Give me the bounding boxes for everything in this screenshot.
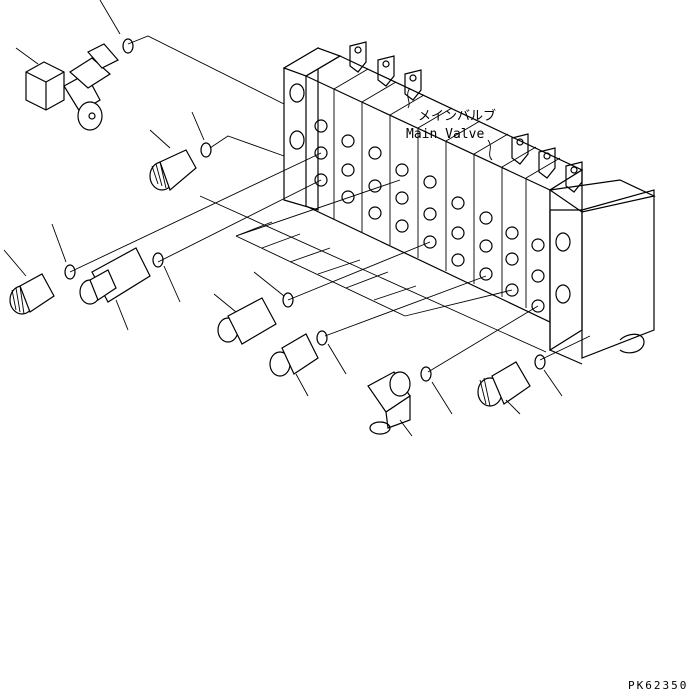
figure-code: PK62350 xyxy=(628,679,688,692)
fitting-c xyxy=(3,223,76,315)
fitting-f xyxy=(477,354,563,415)
fitting-b xyxy=(149,111,212,192)
elbow-fitting xyxy=(367,366,453,437)
main-valve-label-en: Main Valve xyxy=(406,127,484,142)
fitting-d xyxy=(213,271,294,345)
main-valve-body xyxy=(282,46,656,365)
pressure-switch-fitting xyxy=(15,0,134,131)
fitting-e xyxy=(269,330,347,397)
connection-lines xyxy=(69,35,591,373)
main-valve-label-jp: メインバルブ xyxy=(418,108,496,124)
grid-lines xyxy=(235,221,417,301)
callout-leader xyxy=(407,87,411,109)
solenoid-tabs xyxy=(349,41,583,193)
callout-leader-right xyxy=(487,139,493,161)
adapter-fitting xyxy=(79,247,181,331)
